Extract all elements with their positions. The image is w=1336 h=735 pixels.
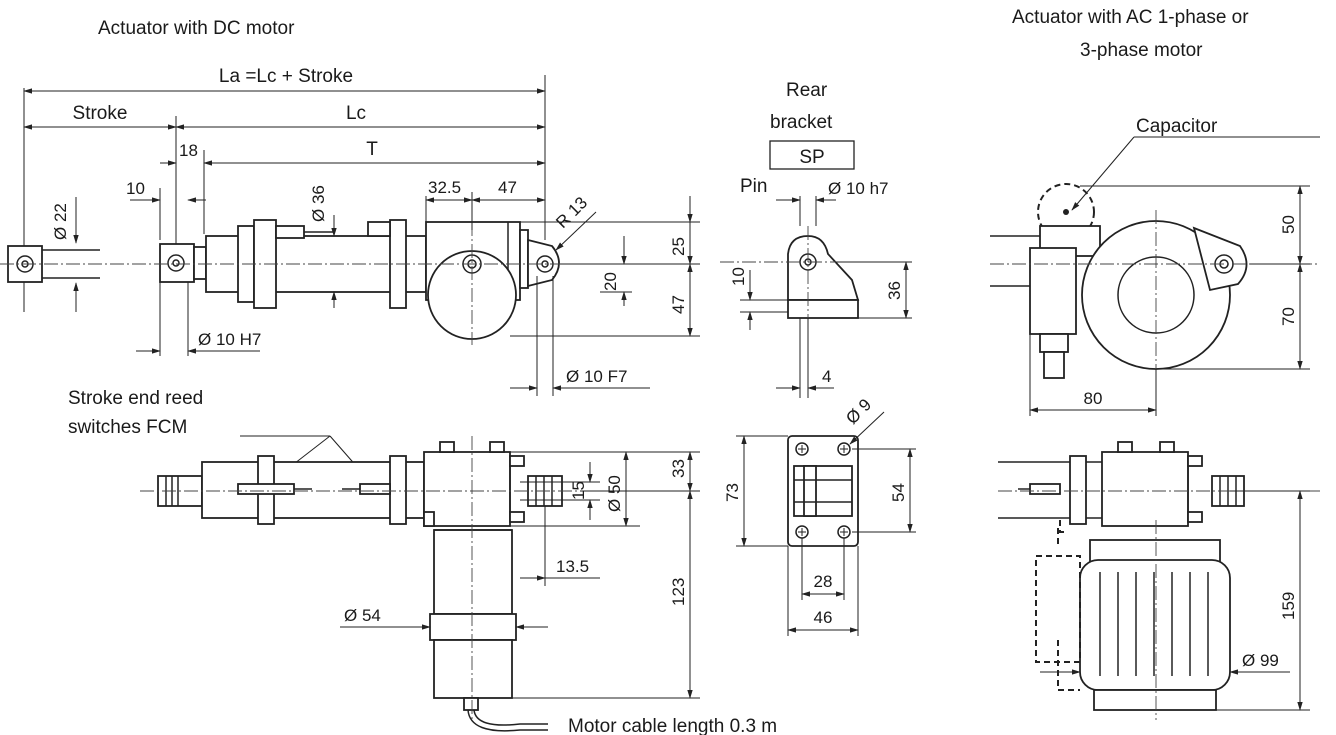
terminal-box-outline [1035, 555, 1081, 663]
dim-18: 18 [179, 141, 198, 160]
title-ac-motor-line2: 3-phase motor [1080, 40, 1203, 61]
dim-d22: Ø 22 [51, 203, 70, 240]
rear-code-box [769, 140, 855, 170]
ac-side-view: Capacitor 50 70 80 [990, 116, 1320, 416]
dim-h7: Ø 10 H7 [198, 330, 261, 349]
title-ac-motor-line1: Actuator with AC 1-phase or [1012, 7, 1249, 28]
dim-32-5: 32.5 [428, 178, 461, 197]
dim-d54: Ø 54 [344, 606, 381, 625]
dim-47-v: 47 [669, 295, 688, 314]
dim-lc: Lc [346, 103, 366, 124]
dim-10: 10 [126, 179, 145, 198]
title-dc-motor: Actuator with DC motor [98, 18, 295, 39]
dim-r13: R 13 [552, 193, 591, 232]
sp-dim-4: 4 [822, 367, 831, 386]
dc-side-view: La =Lc + Stroke Stroke Lc 18 T 10 Ø 22 [0, 66, 700, 396]
sp-dim-10: 10 [729, 267, 748, 286]
reed-label-line2: switches FCM [68, 417, 187, 438]
title-rear-line1: Rear [786, 80, 828, 101]
dim-stroke: Stroke [73, 103, 128, 124]
pin-label: Pin [740, 176, 767, 197]
ac-dim-159: 159 [1279, 592, 1298, 620]
dc-top-view: Stroke end reed switches FCM [68, 388, 777, 735]
reed-label-line1: Stroke end reed [68, 388, 203, 409]
dim-33: 33 [669, 459, 688, 478]
dim-20: 20 [601, 272, 620, 291]
dim-d50: Ø 50 [605, 475, 624, 512]
dim-123: 123 [669, 578, 688, 606]
dim-t: T [366, 139, 378, 160]
dim-25: 25 [669, 237, 688, 256]
ac-dim-80: 80 [1084, 389, 1103, 408]
sp-dim-46: 46 [814, 608, 833, 627]
dim-47: 47 [498, 178, 517, 197]
rear-code: SP [799, 147, 824, 168]
rear-bracket-view: Pin Ø 10 h7 36 10 4 [720, 176, 916, 636]
dim-la: La =Lc + Stroke [219, 66, 353, 87]
ac-dim-d99: Ø 99 [1242, 651, 1279, 670]
ac-dim-70: 70 [1279, 307, 1298, 326]
capacitor-label: Capacitor [1136, 116, 1218, 137]
sp-dim-54: 54 [889, 483, 908, 502]
sp-dim-36: 36 [885, 281, 904, 300]
sp-dim-73: 73 [723, 483, 742, 502]
motor-cable-label: Motor cable length 0.3 m [568, 716, 777, 735]
dim-d36: Ø 36 [309, 185, 328, 222]
dim-15: 15 [569, 481, 588, 500]
pin-dim: Ø 10 h7 [828, 179, 889, 198]
ac-dim-50: 50 [1279, 215, 1298, 234]
dim-f7: Ø 10 F7 [566, 367, 627, 386]
sp-dim-28: 28 [814, 572, 833, 591]
title-rear-line2: bracket [770, 112, 833, 133]
sp-dim-d9: Ø 9 [842, 395, 875, 428]
ac-top-view: 159 Ø 99 [998, 441, 1320, 720]
dim-13-5: 13.5 [556, 557, 589, 576]
